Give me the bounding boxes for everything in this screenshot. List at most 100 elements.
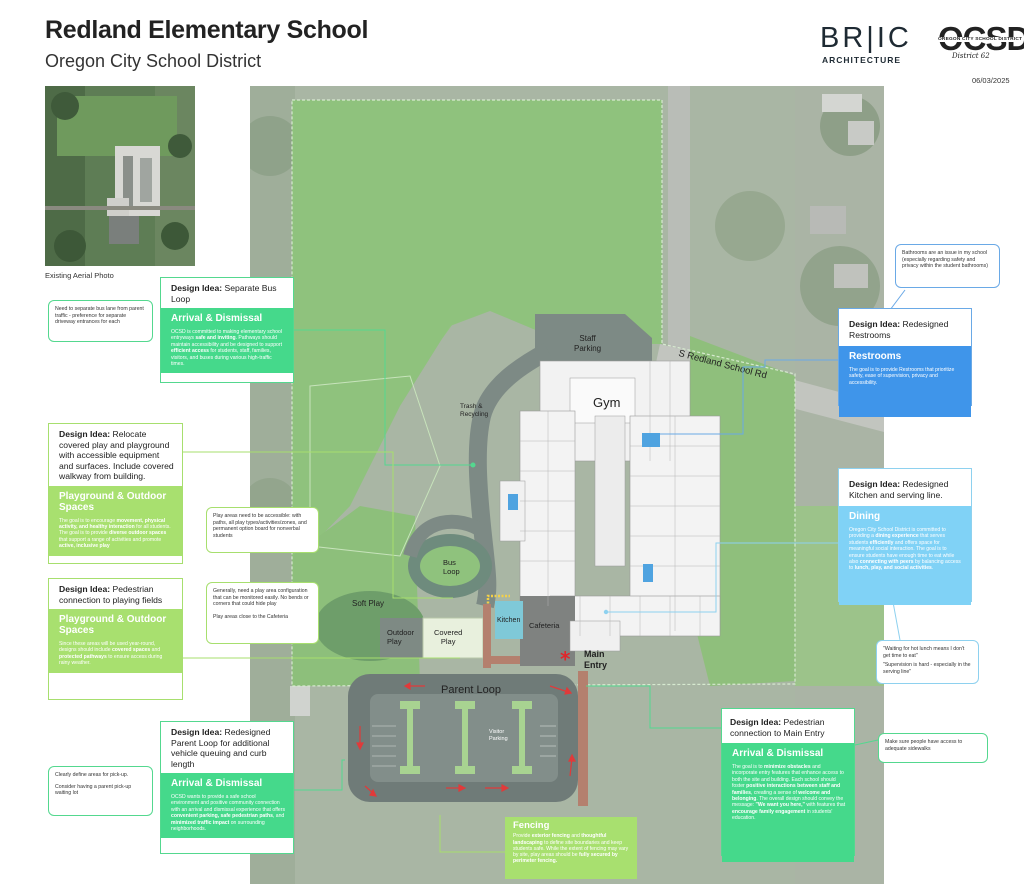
body-title: Restrooms [849,351,902,362]
body-text: Oregon City School District is committed… [849,527,963,572]
card-fencing: Fencing Provide exterior fencing and tho… [505,817,637,879]
ocsd-logo-script: District 62 [952,52,990,60]
text-run: thoughtful landscaping [513,833,607,846]
text-run: diverse outdoor spaces [109,530,167,537]
main-entry-label-line1: Main [584,649,605,659]
text-run: active, inclusive play [59,543,110,550]
body-title: Arrival & Dismissal [171,313,263,324]
card-playground-body: Playground & Outdoor Spaces The goal is … [49,485,182,556]
text-run: by balancing access to [849,559,961,572]
body-title: Dining [849,511,881,522]
card-playground-idea: Design Idea: Relocate covered play and p… [49,424,182,486]
kitchen [495,601,523,639]
staff-parking-label: Staff Parking [574,334,601,354]
body-text: The goal is to minimize obstacles and in… [732,764,846,822]
text-run: . The overall design should convey the m… [732,796,844,809]
cafeteria-label: Cafeteria [529,621,560,630]
card-playground-relocate: Design Idea: Relocate covered play and p… [48,423,183,564]
body-text: The goal is to provide Restrooms that pr… [849,367,963,386]
comment-play-config: Generally, need a play area configuratio… [206,582,319,644]
text-run: The goal is to provide Restrooms that pr… [849,367,955,386]
bus-loop-label-line2: Loop [443,567,460,576]
card-fields-body: Playground & Outdoor Spaces Since these … [49,609,182,673]
body-text: The goal is to encourage movement, physi… [59,518,174,550]
visitor-parking-label-line2: Parking [489,735,508,742]
text-run: fully secured by perimeter fencing. [513,852,618,865]
page-title: Redland Elementary School [45,16,369,44]
outdoor-play [380,618,425,658]
idea-label: Design Idea: [171,283,223,293]
text-run: welcome and belonging [732,789,831,803]
card-restrooms-idea: Design Idea: Redesigned Restrooms [839,309,971,346]
text-run: efficient access [171,348,209,355]
comment-play-access: Play areas need to be accessible: with p… [206,507,319,553]
card-restrooms: Design Idea: Redesigned Restrooms Restro… [838,308,972,417]
card-bus-loop: Design Idea: Separate Bus Loop Arrival &… [160,277,294,383]
text-run: dining experience [875,533,919,540]
text-run: minimized traffic impact [171,819,230,826]
text-run: efficiently [869,539,894,546]
trash-label-line1: Trash & [460,403,483,410]
body-text: OCSD wants to provide a safe school envi… [171,794,285,832]
idea-label: Design Idea: [59,584,111,594]
card-fields-idea: Design Idea: Pedestrian connection to pl… [49,579,182,609]
visitor-parking-label: Visitor Parking [489,729,508,742]
text-run: exterior fencing [531,833,570,840]
text-run: Oregon City School District is committed… [849,527,946,540]
aerial-photo [45,86,195,266]
text-run: movement, physical activity, and healthy… [59,517,166,530]
covered-play-label-line1: Covered [434,628,463,637]
text-run: and incorporate entry features that enha… [732,764,844,790]
visitor-parking-label-line1: Visitor [489,729,505,735]
idea-text: Redesigned Kitchen and serving line. [849,479,949,500]
card-parent-body: Arrival & Dismissal OCSD wants to provid… [161,773,293,839]
text-run: covered spaces [111,647,151,654]
comment-lunch-text-2: "Supervision is hard - especially in the… [883,662,971,675]
card-parent-idea: Design Idea: Redesigned Parent Loop for … [161,722,293,773]
text-run: The goal is to encourage [59,517,117,524]
card-dining-idea: Design Idea: Redesigned Kitchen and serv… [839,469,971,506]
text-run: minimize obstacles [764,764,811,770]
fencing-body: Provide exterior fencing and thoughtful … [513,833,629,864]
bus-loop-label: Bus Loop [443,558,460,576]
bus-loop-label-line1: Bus [443,558,456,567]
text-run: The goal is to [732,764,764,770]
text-run: positive interactions between staff and … [732,783,841,796]
idea-label: Design Idea: [59,429,111,439]
outdoor-play-label: Outdoor Play [387,628,414,646]
staff-parking-label-line2: Parking [574,344,602,353]
text-run: convenient parking, safe pedestrian path… [171,813,273,820]
covered-play-label-line2: Play [440,637,456,646]
main-entry-marker: * [560,647,571,671]
idea-text: Relocate covered play and playground wit… [59,429,174,481]
text-run: for students, staff, families, visitors,… [171,348,272,368]
text-run: , and [272,813,285,820]
idea-label: Design Idea: [730,717,782,727]
card-parent-loop: Design Idea: Redesigned Parent Loop for … [160,721,294,854]
idea-label: Design Idea: [849,319,901,329]
text-run: safe and inviting [195,335,236,342]
card-main-entry: Design Idea: Pedestrian connection to Ma… [721,708,855,862]
comment-play-close-text: Play areas close to the Cafeteria [213,613,288,620]
comment-pickup-text-1: Clearly define areas for pick-up. [55,772,129,778]
bric-logo-subtitle: ARCHITECTURE [822,55,902,65]
text-run: OCSD is committed to making elementary s… [171,329,282,342]
card-entry-idea: Design Idea: Pedestrian connection to Ma… [722,709,854,743]
comment-bus-lane: Need to separate bus lane from parent tr… [48,300,153,342]
text-run: OCSD wants to provide a safe school envi… [171,794,286,813]
card-dining: Design Idea: Redesigned Kitchen and serv… [838,468,972,605]
ocsd-logo-subtitle: OREGON CITY SCHOOL DISTRICT [938,37,1023,42]
card-entry-body: Arrival & Dismissal The goal is to minim… [722,743,854,862]
outdoor-play-label-line1: Outdoor [387,628,415,637]
text-run: that support a range of activities and p… [59,536,162,543]
card-playing-fields: Design Idea: Pedestrian connection to pl… [48,578,183,700]
text-run: in students' education. [732,808,833,822]
text-run: encourage family engagement [732,808,806,815]
text-run: to define site boundaries and keep stude… [513,839,629,859]
idea-label: Design Idea: [849,479,901,489]
card-bus-loop-body: Arrival & Dismissal OCSD is committed to… [161,308,293,374]
bric-logo: BR|IC [820,22,912,54]
outdoor-play-label-line2: Play [387,637,402,646]
ocsd-logo: OCSD OREGON CITY SCHOOL DISTRICT Distric… [938,22,1024,60]
comment-pickup: Clearly define areas for pick-up. Consid… [48,766,153,816]
